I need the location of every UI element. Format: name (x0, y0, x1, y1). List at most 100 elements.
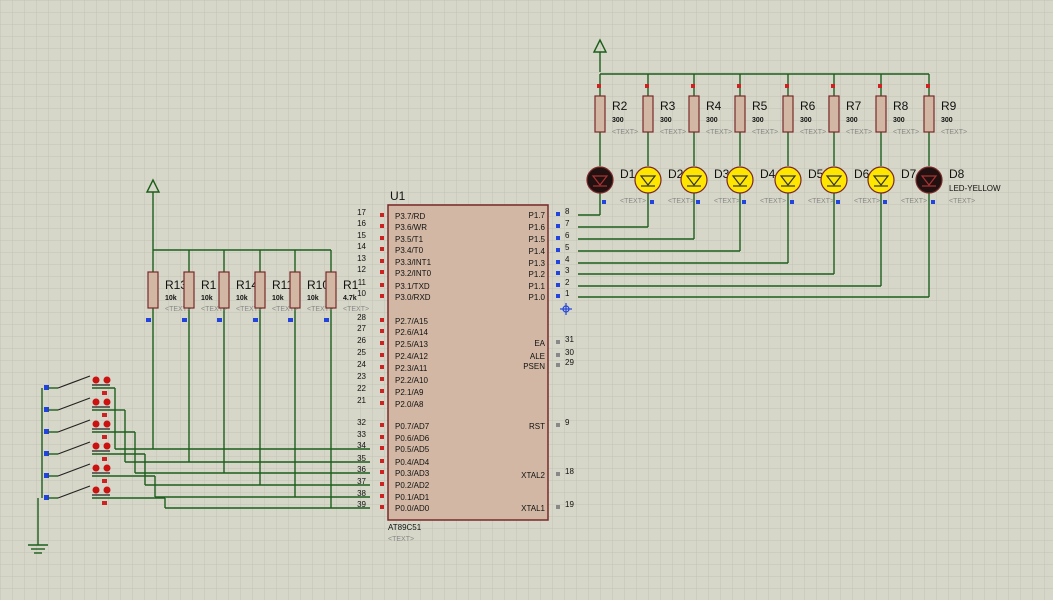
mcu-pin-number: 9 (565, 418, 570, 427)
resistor-text: <TEXT> (236, 306, 262, 313)
switch-actuator-icon (92, 486, 100, 494)
mcu-ref: U1 (390, 189, 406, 203)
mcu-pin-number: 30 (565, 348, 574, 357)
led-5[interactable]: D5 <TEXT> (774, 166, 834, 205)
resistor-value: 10k (307, 295, 319, 302)
switch-array[interactable] (44, 375, 115, 505)
mcu-pin-number: 39 (357, 500, 366, 509)
mcu-pin-name: RST (529, 422, 545, 431)
led-ref: D7 (901, 167, 917, 181)
resistor-text: <TEXT> (846, 129, 872, 136)
mcu-pin-number: 31 (565, 335, 574, 344)
led-ref: D8 (949, 167, 965, 181)
mcu-pin-number: 23 (357, 372, 366, 381)
resistor-body (289, 271, 301, 309)
pin-marker (253, 318, 258, 322)
resistor-ref: R1 (201, 278, 217, 292)
pin-marker (691, 84, 695, 88)
led-4[interactable]: D4<TEXT> (726, 166, 786, 205)
pin-marker (380, 446, 384, 450)
mcu-pin-name: P3.6/WR (395, 223, 427, 232)
pullup-array[interactable]: R1310k<TEXT>R110k<TEXT>R1410k<TEXT>R1110… (146, 271, 369, 322)
led-array[interactable]: R2300<TEXT>R3300<TEXT>R4300<TEXT>R5300<T… (586, 84, 1001, 205)
ground-symbol (28, 530, 48, 554)
switch-actuator-icon (92, 442, 100, 450)
resistor-value: 300 (800, 117, 812, 124)
mcu-pin-name: P2.4/A12 (395, 352, 428, 361)
led-3[interactable]: D3<TEXT> (680, 166, 740, 205)
led-7[interactable]: D7<TEXT> (867, 166, 927, 205)
resistor-body (782, 95, 794, 133)
led-text: <TEXT> (668, 198, 694, 205)
pin-marker (556, 212, 560, 216)
pin-marker (556, 472, 560, 476)
mcu-pin-name: P0.0/AD0 (395, 504, 430, 513)
pin-marker (44, 451, 49, 456)
led-ref: D1 (620, 167, 636, 181)
pin-marker (926, 84, 930, 88)
led-2[interactable]: D2<TEXT> (634, 166, 694, 205)
mcu-pin-number: 29 (565, 358, 574, 367)
pin-marker (380, 459, 384, 463)
pushbutton-switch[interactable] (44, 397, 115, 417)
mcu-pin-name: P2.7/A15 (395, 317, 428, 326)
switch-lever (57, 419, 91, 433)
resistor-body (828, 95, 840, 133)
resistor-body (183, 271, 195, 309)
pin-marker (556, 236, 560, 240)
power-symbol-left (145, 178, 161, 250)
pin-marker (380, 236, 384, 240)
led-ref: D4 (760, 167, 776, 181)
pushbutton-switch[interactable] (44, 419, 115, 439)
pushbutton-switch[interactable] (44, 375, 115, 395)
resistor-text: <TEXT> (660, 129, 686, 136)
led-8[interactable]: D8<TEXT>LED-YELLOW (915, 166, 1001, 205)
resistor-value: 300 (941, 117, 953, 124)
mcu-pin-name: P1.0 (529, 293, 546, 302)
mcu-part: AT89C51 (388, 523, 422, 532)
pin-marker (380, 318, 384, 322)
led-body (820, 166, 848, 194)
diode-arrow-icon (872, 175, 890, 186)
mcu-pin-number: 32 (357, 418, 366, 427)
mcu-pin-number: 13 (357, 254, 366, 263)
mcu-pin-name: P3.2/INT0 (395, 269, 432, 278)
led-text: <TEXT> (808, 198, 834, 205)
pullup-resistor[interactable]: R14.7k<TEXT> (324, 271, 369, 322)
diode-arrow-icon (920, 175, 938, 186)
led-ref: D5 (808, 167, 824, 181)
led-1[interactable]: D1<TEXT> (586, 166, 646, 205)
mcu-pin-name: P3.3/INT1 (395, 258, 432, 267)
pushbutton-switch[interactable] (44, 485, 115, 505)
mcu-pin-number: 8 (565, 207, 570, 216)
pushbutton-switch[interactable] (44, 441, 115, 461)
diode-arrow-icon (731, 175, 749, 186)
resistor-text: <TEXT> (752, 129, 778, 136)
pin-marker (380, 494, 384, 498)
pin-marker (556, 353, 560, 357)
resistor-ref: R1 (343, 278, 359, 292)
resistor-body (594, 95, 606, 133)
resistor-body (642, 95, 654, 133)
pin-marker (696, 200, 700, 204)
resistor-value: 10k (201, 295, 213, 302)
pushbutton-switch[interactable] (44, 463, 115, 483)
resistor-ref: R5 (752, 99, 768, 113)
led-6[interactable]: D6<TEXT> (820, 166, 880, 205)
switch-actuator-icon (103, 398, 111, 406)
